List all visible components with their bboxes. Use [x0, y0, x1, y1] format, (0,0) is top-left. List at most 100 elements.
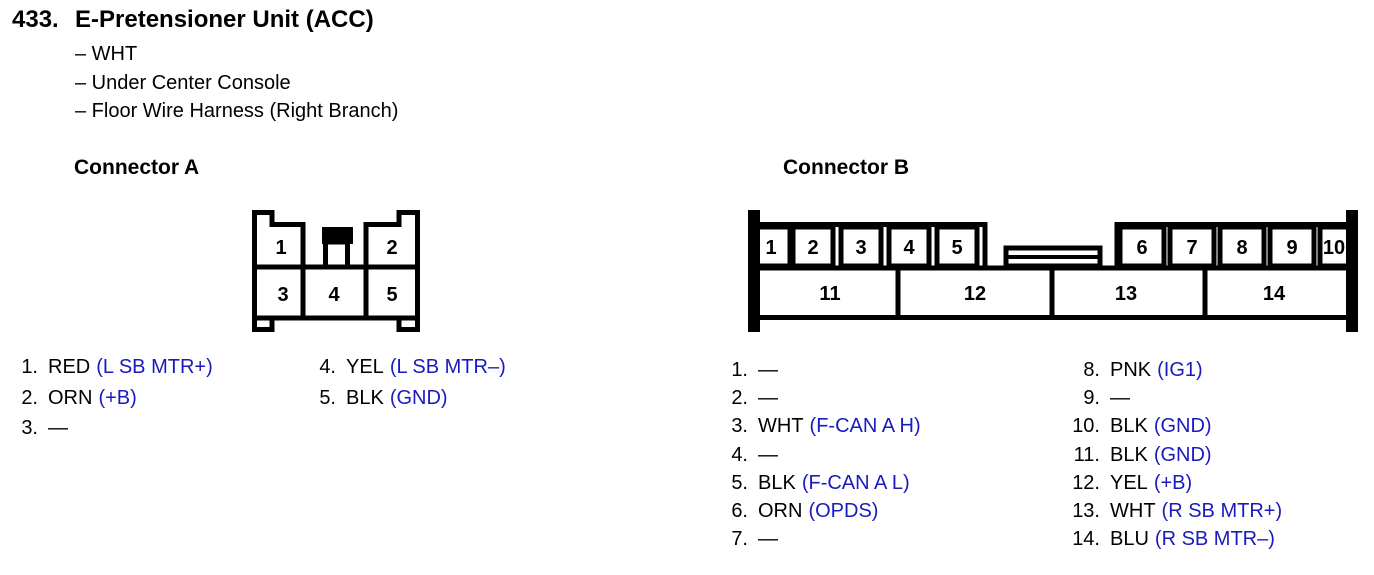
pin-row: 7.— [722, 525, 921, 553]
pin-number: 1. [731, 359, 748, 381]
pin-number: 11. [1073, 443, 1100, 466]
pin-number: 9. [1083, 387, 1100, 410]
pin-row: 14.BLU(R SB MTR–) [1056, 525, 1282, 553]
connector-a-diagram: 1 2 3 4 5 [252, 210, 420, 332]
wire-color: RED [48, 356, 91, 378]
connector-a-right-edge [399, 210, 420, 332]
signal-name: (L SB MTR–) [389, 356, 506, 378]
signal-name: (R SB MTR–) [1154, 528, 1275, 551]
pin-row: 12. YEL(+B) [1056, 469, 1282, 497]
pin-number: 3. [731, 415, 748, 438]
pin-row: 2. — [722, 384, 921, 412]
connector-a-left-edge [252, 210, 272, 332]
pin-cavity-number: 11 [819, 283, 840, 305]
pin-cavity-number: 10 [1323, 237, 1345, 259]
wire-color: YEL [1110, 471, 1148, 494]
wire-color: YEL [346, 356, 384, 378]
signal-name: (F-CAN A L) [801, 471, 910, 494]
cavity-3 [838, 224, 884, 269]
pin-cavity-number: 1 [275, 237, 286, 259]
signal-name: (R SB MTR+) [1161, 500, 1283, 523]
note-line: – Floor Wire Harness (Right Branch) [75, 100, 399, 122]
wire-color: PNK [1110, 359, 1152, 381]
pin-number: 7. [731, 528, 748, 551]
note-line: – WHT [75, 43, 138, 65]
pin-cavity-number: 12 [964, 283, 986, 305]
signal-name: (GND) [389, 386, 448, 409]
connector-b-diagram: 1 2 3 4 5 6 7 8 9 10 11 12 13 14 [748, 210, 1358, 332]
pin-number: 2. [21, 386, 38, 409]
wire-color: BLK [758, 471, 796, 494]
pin-cavity-number: 7 [1186, 237, 1197, 259]
wire-color: BLU [1110, 528, 1149, 551]
wire-color: — [758, 387, 778, 410]
cavity-7 [1167, 224, 1217, 269]
signal-name: (IG1) [1157, 359, 1203, 381]
item-number: 433. [12, 6, 59, 33]
pin-row: 13.WHT(R SB MTR+) [1056, 497, 1282, 525]
cavity-2 [790, 224, 836, 269]
pin-row: 3. — [14, 413, 213, 444]
pin-row: 11. BLK(GND) [1056, 441, 1282, 469]
wire-color: — [48, 417, 68, 439]
pin-cavity-number: 2 [386, 237, 397, 259]
wire-color: ORN [758, 500, 803, 523]
wire-color: BLK [1110, 443, 1148, 466]
pin-row: 3. WHT(F-CAN A H) [722, 412, 921, 440]
pin-row: 1. — [722, 356, 921, 384]
page-title: E-Pretensioner Unit (ACC) [75, 6, 374, 33]
connector-b-heading: Connector B [783, 156, 909, 179]
wire-color: BLK [1110, 415, 1148, 438]
connector-a-pin-list-col2: 4. YEL(L SB MTR–) 5.BLK(GND) [312, 352, 506, 414]
title-notes: – WHT – Under Center Console – Floor Wir… [75, 40, 398, 126]
pin-number: 4. [319, 356, 336, 378]
wire-color: — [758, 359, 778, 381]
cavity-1 [749, 224, 793, 269]
pin-number: 8. [1083, 359, 1100, 381]
pin-number: 2. [731, 387, 748, 410]
pin-number: 5. [731, 471, 748, 494]
cavity-5 [934, 224, 980, 269]
pin-number: 4. [731, 443, 748, 466]
wire-color: BLK [346, 386, 384, 409]
pin-cavity-number: 8 [1236, 237, 1247, 259]
pin-row: 8. PNK(IG1) [1056, 356, 1282, 384]
pin-number: 3. [21, 417, 38, 439]
connector-a-cavity1-outline [269, 210, 306, 269]
key-cavity [323, 239, 350, 270]
cavity-6 [1117, 224, 1167, 269]
pin-row: 2. ORN(+B) [14, 383, 213, 414]
pin-number: 12. [1072, 471, 1100, 494]
connector-a-cavity2-outline [363, 210, 402, 269]
pin-cavity-number: 14 [1263, 283, 1286, 305]
pin-cavity-number: 3 [855, 237, 866, 259]
pin-cavity-number: 1 [765, 237, 776, 259]
wire-color: WHT [1110, 500, 1156, 523]
wire-color: ORN [48, 386, 93, 409]
wire-color: — [1110, 387, 1130, 410]
pin-row: 1. RED(L SB MTR+) [14, 352, 213, 383]
pin-row: 4. — [722, 441, 921, 469]
pin-cavity-number: 13 [1115, 283, 1137, 305]
signal-name: (GND) [1153, 443, 1212, 466]
pin-row: 5.BLK(GND) [312, 383, 506, 414]
pin-cavity-number: 4 [903, 237, 915, 259]
signal-name: (+B) [98, 386, 137, 409]
pin-cavity-number: 2 [807, 237, 818, 259]
wire-color: WHT [758, 415, 804, 438]
signal-name: (+B) [1153, 471, 1193, 494]
pin-row: 10. BLK(GND) [1056, 412, 1282, 440]
pin-number: 1. [21, 356, 38, 378]
wire-color: — [758, 443, 778, 466]
pin-row: 5. BLK(F-CAN A L) [722, 469, 921, 497]
pin-cavity-number: 3 [277, 284, 288, 306]
pin-cavity-number: 9 [1286, 237, 1297, 259]
signal-name: (F-CAN A H) [809, 415, 921, 438]
pin-number: 10. [1072, 415, 1100, 438]
signal-name: (L SB MTR+) [96, 356, 213, 378]
connector-b-pin-list-col2: 8. PNK(IG1) 9. — 10. BLK(GND) 11. BLK(GND) 1… [1056, 356, 1282, 553]
signal-name: (GND) [1153, 415, 1212, 438]
signal-name: (OPDS) [808, 500, 879, 523]
pin-cavity-number: 6 [1136, 237, 1147, 259]
